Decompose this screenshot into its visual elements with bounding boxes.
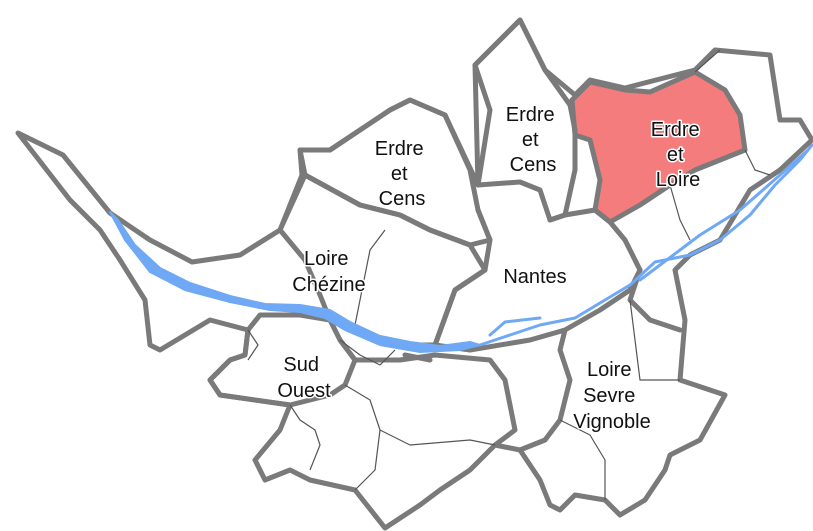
inner-line-9 xyxy=(744,149,771,176)
inner-line-4 xyxy=(344,384,496,446)
label-line: et xyxy=(667,144,684,166)
border-nantes xyxy=(432,207,643,353)
label-line: Vignoble xyxy=(573,411,650,433)
label-line: Chézine xyxy=(292,274,365,296)
river-loire xyxy=(109,143,813,353)
label-line: Cens xyxy=(510,154,557,176)
label-erdre-cens-west: Erdre et Cens xyxy=(375,138,429,210)
label-line: Ouest xyxy=(277,380,331,402)
label-line: Loire xyxy=(304,248,348,270)
river-loire-east-branch xyxy=(638,148,810,282)
label-line: Loire xyxy=(587,359,631,381)
label-erdre-cens-north: Erdre et Cens xyxy=(506,104,560,176)
river-loire-center xyxy=(478,143,813,347)
inner-line-3 xyxy=(289,404,321,471)
district-labels: Erdre et Cens Erdre et Cens Erdre et Loi… xyxy=(276,103,705,435)
label-line: Erdre xyxy=(506,104,555,126)
label-sud-ouest: Sud Ouest xyxy=(277,354,331,402)
inner-line-8 xyxy=(669,184,691,241)
border-erdre-et-loire xyxy=(569,69,748,225)
river-erdre xyxy=(488,316,542,337)
district-borders xyxy=(207,17,771,500)
label-loire-sevre-vignoble: Loire Sevre Vignoble xyxy=(573,359,650,433)
label-erdre-et-loire: Erdre et Loire xyxy=(651,119,705,191)
border-south-center xyxy=(337,337,518,448)
label-line: Sevre xyxy=(583,385,635,407)
inner-line-1 xyxy=(354,229,386,326)
label-line: et xyxy=(391,163,408,185)
label-line: Erdre xyxy=(651,119,700,141)
label-line: Erdre xyxy=(375,138,424,160)
label-loire-chezine: Loire Chézine xyxy=(292,248,365,296)
inner-line-6 xyxy=(559,419,606,500)
label-line: et xyxy=(522,129,539,151)
inner-line-2 xyxy=(339,339,396,366)
inner-line-11 xyxy=(247,329,259,361)
inner-line-5 xyxy=(354,429,381,491)
label-line: Cens xyxy=(379,188,426,210)
river-loire-west xyxy=(109,211,481,353)
label-line: Nantes xyxy=(503,266,566,288)
label-line: Loire xyxy=(656,169,700,191)
label-nantes: Nantes xyxy=(503,266,566,288)
inner-line-7 xyxy=(629,299,680,381)
label-line: Sud xyxy=(283,354,319,376)
border-sud-ouest xyxy=(207,312,358,408)
inner-line-10 xyxy=(694,49,721,73)
